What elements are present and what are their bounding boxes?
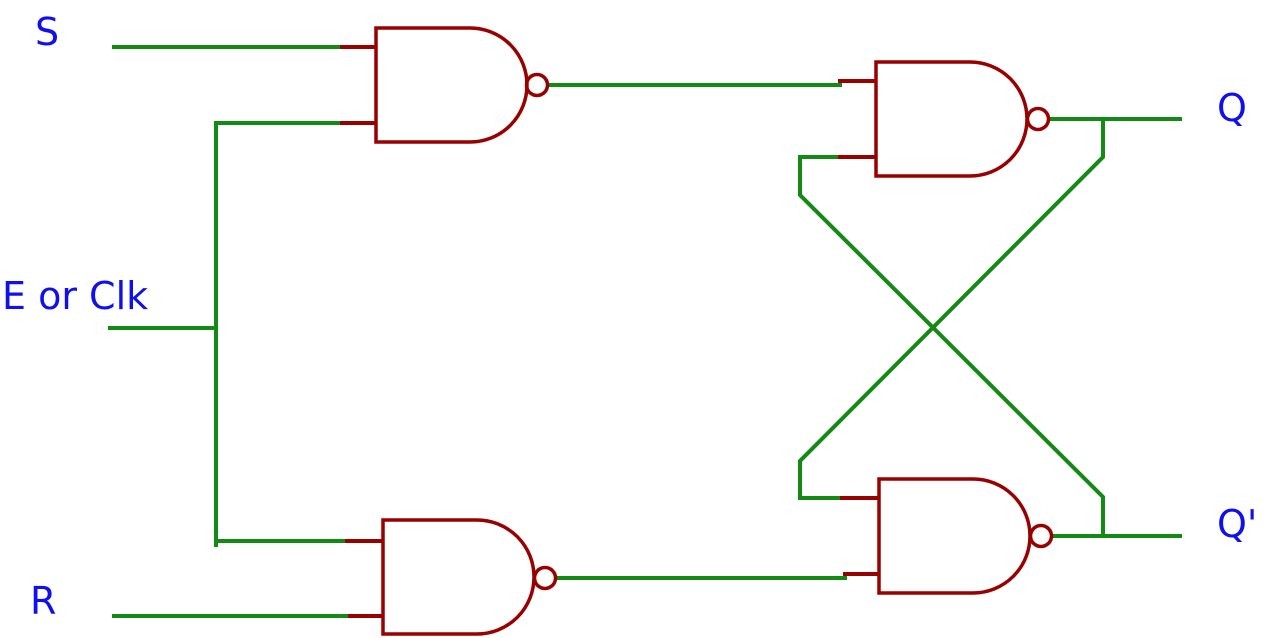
wire-feedback-qbar [798,155,1105,538]
nand-gate-qbar [840,477,1054,595]
nand-body [877,477,1032,595]
label-q: Q [1217,86,1247,130]
wires [108,45,1182,618]
nand-bubble [524,72,550,98]
label-r: R [30,579,56,623]
nand-bubble [1028,523,1054,549]
label-enable: E or Clk [2,274,148,318]
nand-gate-r [345,518,558,636]
nand-gate-s [340,26,550,144]
labels: S E or Clk R Q Q' [2,10,1257,623]
nand-body [374,26,529,144]
nand-body [381,518,536,636]
nand-gate-q [838,60,1051,178]
label-q-bar: Q' [1217,502,1257,546]
nand-bubble [532,565,558,591]
wire-feedback-q [798,117,1105,500]
nand-bubble [1025,106,1051,132]
nand-body [874,60,1029,178]
label-s: S [35,10,59,54]
